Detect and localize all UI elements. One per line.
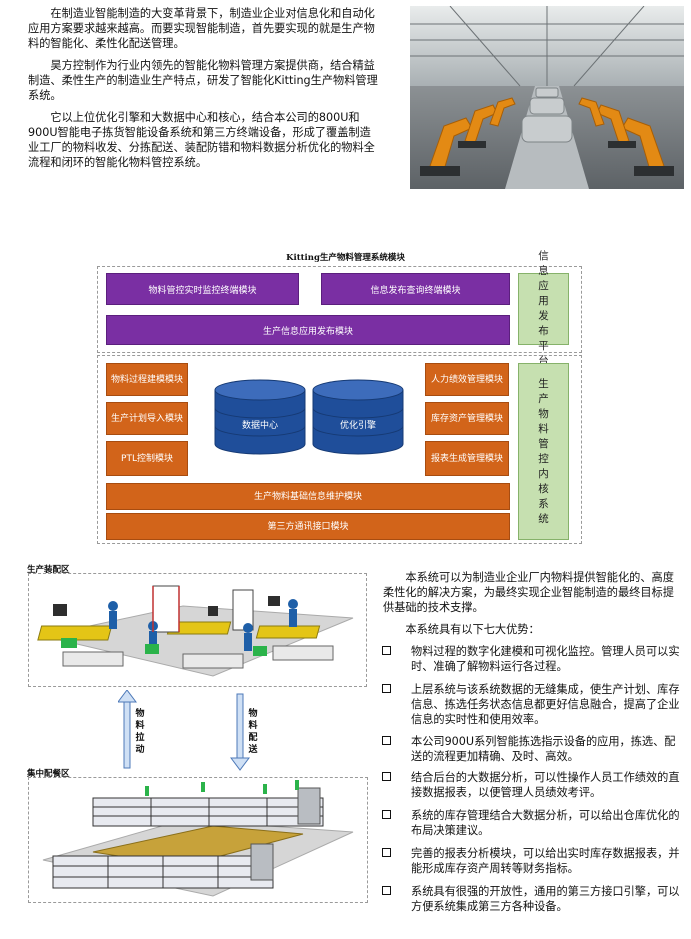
ptl-control-module: PTL控制模块 [106, 441, 188, 476]
intro-paragraph-3: 它以上位优化引擎和大数据中心和核心，结合本公司的800U和900U智能电子拣货智… [28, 111, 375, 169]
database-cylinders [214, 379, 404, 455]
inventory-asset-module: 库存资产管理模块 [425, 402, 509, 435]
info-platform-label: 信息应用发布平台 [538, 250, 549, 367]
material-delivery-label: 物料配送 [248, 709, 258, 755]
kernel-frame [97, 355, 582, 544]
checkbox-bullet-icon [382, 848, 391, 857]
production-plan-import-module: 生产计划导入模块 [106, 402, 188, 435]
checkbox-bullet-icon [382, 810, 391, 819]
advantage-text: 本公司900U系列智能拣选指示设备的应用，拣选、配送的流程更加精确、及时、高效。 [411, 735, 676, 763]
info-platform-box: 信息应用发布平台 [518, 250, 569, 367]
optimizer-label: 优化引擎 [339, 421, 376, 431]
checkbox-bullet-icon [382, 772, 391, 781]
advantage-text: 系统的库存管理结合大数据分析，可以给出仓库优化的布局决策建议。 [411, 809, 680, 837]
storage-area-label: 集中配餐区 [27, 769, 70, 779]
storage-area-illustration [42, 780, 354, 897]
production-info-publish-module: 生产信息应用发布模块 [106, 315, 510, 345]
flow-arrows [118, 690, 250, 771]
data-center-label: 数据中心 [241, 421, 278, 431]
factory-photo [410, 6, 684, 189]
monitor-terminal-module: 物料管控实时监控终端模块 [106, 273, 299, 305]
checkbox-bullet-icon [382, 736, 391, 745]
kernel-system-label: 生产物料管控内核系统 [538, 377, 549, 525]
optimizer-cylinder-icon [312, 379, 404, 455]
info-query-terminal-module: 信息发布查询终端模块 [321, 273, 510, 305]
data-center-cylinder-icon [214, 379, 306, 455]
kernel-system-box: 生产物料管控内核系统 [518, 363, 569, 540]
storage-area-frame [28, 777, 368, 903]
diagram-title: Kitting生产物料管理系统模块 [286, 253, 405, 263]
hr-performance-module: 人力绩效管理模块 [425, 363, 509, 396]
advantage-text: 上层系统与该系统数据的无缝集成，使生产计划、库存信息、拣选任务状态信息都更好信息… [411, 683, 680, 726]
base-info-maintenance-module: 生产物料基础信息维护模块 [106, 483, 510, 510]
advantage-text: 系统具有很强的开放性，通用的第三方接口引擎，可以方便系统集成第三方各种设备。 [411, 885, 680, 913]
checkbox-bullet-icon [382, 886, 391, 895]
third-party-interface-module: 第三方通讯接口模块 [106, 513, 510, 540]
intro-paragraph-2: 昊方控制作为行业内领先的智能化物料管理方案提供商，结合精益制造、柔性生产的制造业… [28, 59, 378, 102]
summary-paragraph-2: 本系统具有以下七大优势： [405, 623, 540, 636]
material-modeling-module: 物料过程建模模块 [106, 363, 188, 396]
arrow-up-icon [118, 690, 137, 769]
intro-paragraph-1: 在制造业智能制造的大变革背景下，制造业企业对信息化和自动化应用方案要求越来越高。… [28, 7, 375, 50]
report-module: 报表生成管理模块 [425, 441, 509, 476]
arrow-down-icon [230, 693, 250, 771]
advantage-text: 结合后台的大数据分析，可以性操作人员工作绩效的直接数据报表，以便管理人员绩效考评… [411, 771, 680, 799]
platform-frame [97, 266, 582, 353]
assembly-area-label: 生产装配区 [27, 565, 70, 575]
summary-paragraph-1: 本系统可以为制造业企业厂内物料提供智能化的、高度柔性化的解决方案，为最终实现企业… [383, 571, 674, 614]
assembly-line-illustration [37, 585, 354, 677]
assembly-area-frame [28, 573, 367, 687]
checkbox-bullet-icon [382, 684, 391, 693]
advantage-text: 完善的报表分析模块，可以给出实时库存数据报表，并能形成库存资产周转等财务指标。 [411, 847, 680, 875]
checkbox-bullet-icon [382, 646, 391, 655]
advantage-text: 物料过程的数字化建模和可视化监控。管理人员可以实时、准确了解物料运行各过程。 [411, 645, 680, 673]
material-pull-label: 物料拉动 [135, 709, 145, 755]
